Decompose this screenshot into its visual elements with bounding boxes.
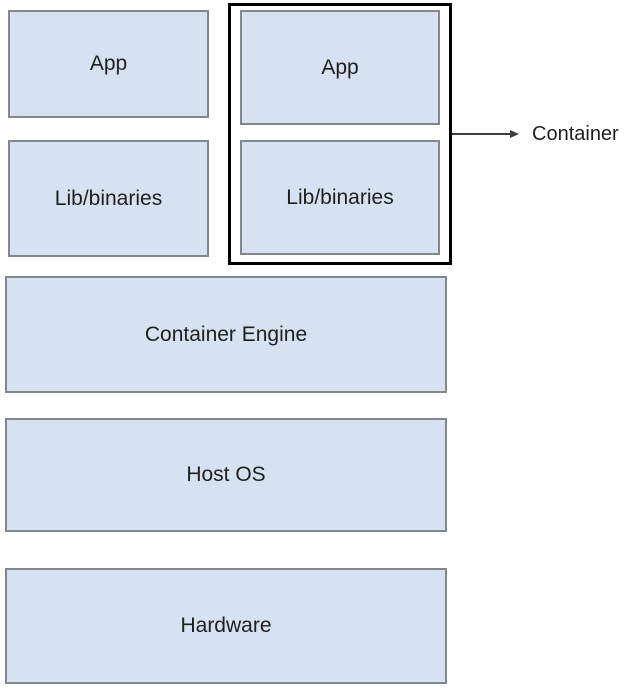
box-lib-binaries-host: Lib/binaries	[8, 140, 209, 257]
box-app-container-label: App	[321, 55, 359, 79]
container-arrow-line	[452, 133, 512, 135]
box-app-container: App	[240, 10, 440, 125]
box-container-engine: Container Engine	[5, 276, 447, 393]
box-hardware: Hardware	[5, 568, 447, 684]
box-hardware-label: Hardware	[180, 614, 272, 638]
box-container-engine-label: Container Engine	[144, 322, 308, 346]
box-app-host-label: App	[89, 52, 128, 76]
box-lib-binaries-host-label: Lib/binaries	[54, 186, 163, 210]
box-app-host: App	[8, 10, 209, 118]
box-host-os: Host OS	[5, 418, 447, 532]
box-host-os-label: Host OS	[186, 463, 266, 487]
box-lib-binaries-container-label: Lib/binaries	[286, 185, 394, 209]
container-arrow-head	[510, 130, 519, 138]
container-callout-label: Container	[532, 123, 619, 145]
container-group: App Lib/binaries	[228, 3, 452, 265]
box-lib-binaries-container: Lib/binaries	[240, 140, 440, 255]
